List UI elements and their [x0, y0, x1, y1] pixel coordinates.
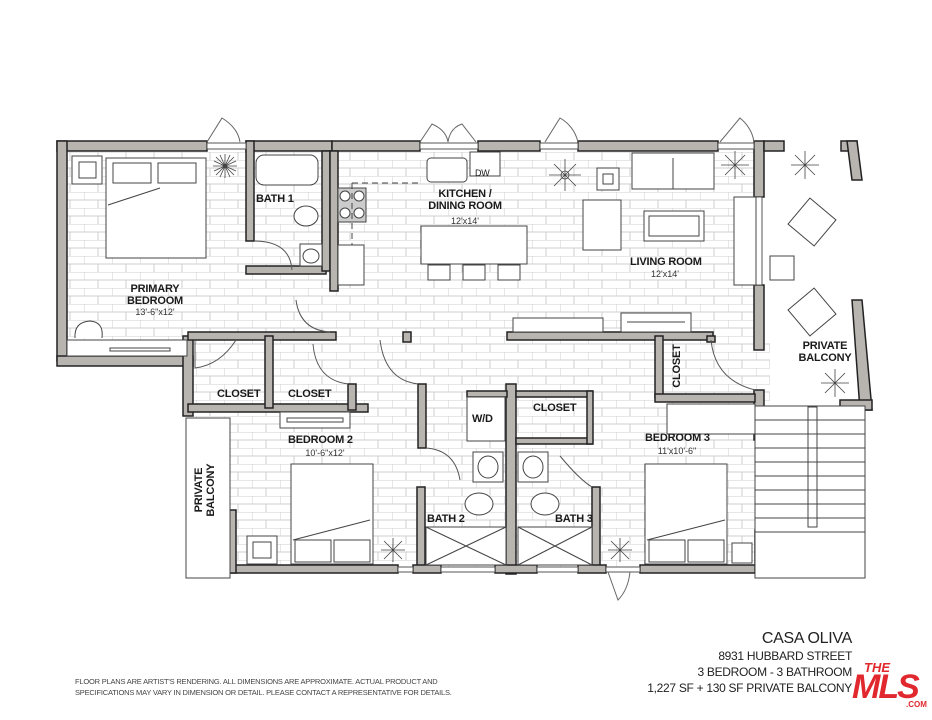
balcony-west-line1: PRIVATE	[192, 467, 205, 513]
mls-watermark-logo: THE MLS .COM	[852, 660, 932, 710]
room-label-closet-4: CLOSET	[670, 344, 683, 388]
windows	[206, 142, 763, 573]
room-label-bedroom-3: BEDROOM 3	[645, 432, 710, 444]
room-label-washer-dryer: W/D	[472, 413, 493, 425]
room-label-living-room: LIVING ROOM	[630, 256, 702, 268]
disclaimer-line2: SPECIFICATIONS MAY VARY IN DIMENSION OR …	[75, 688, 452, 697]
balcony-east-line2: BALCONY	[798, 352, 852, 365]
bed-bath-count: 3 BEDROOM - 3 BATHROOM	[697, 665, 852, 679]
dim-kitchen: 12'x14'	[451, 216, 479, 226]
mls-com: .COM	[906, 700, 927, 709]
room-label-bath-2: BATH 2	[427, 513, 465, 525]
plant-icons	[213, 151, 849, 562]
window-swings	[206, 117, 755, 601]
mls-text: MLS	[852, 668, 920, 706]
mls-the: THE	[864, 660, 890, 675]
room-label-bedroom-2: BEDROOM 2	[288, 434, 353, 446]
room-label-balcony-west: PRIVATE BALCONY	[193, 460, 217, 520]
room-label-closet-1: CLOSET	[217, 388, 261, 400]
balcony-west-line2: BALCONY	[205, 463, 217, 517]
primary-bedroom-line1: PRIMARY	[130, 283, 180, 295]
dim-primary-bedroom: 13'-6"x12'	[135, 307, 175, 317]
balcony-east-line1: PRIVATE	[802, 340, 848, 352]
square-footage: 1,227 SF + 130 SF PRIVATE BALCONY	[647, 681, 852, 695]
kitchen-line1: KITCHEN /	[438, 188, 492, 200]
disclaimer: FLOOR PLANS ARE ARTIST'S RENDERING. ALL …	[75, 676, 452, 698]
room-label-bath-3: BATH 3	[555, 513, 593, 525]
dim-bedroom-3: 11'x10'-6"	[657, 446, 697, 456]
property-address: 8931 HUBBARD STREET	[718, 649, 852, 663]
room-label-primary-bedroom: PRIMARY BEDROOM	[125, 283, 185, 307]
room-label-bath-1: BATH 1	[256, 193, 294, 205]
dishwasher-label: DW	[475, 168, 490, 178]
dim-living-room: 12'x14'	[651, 269, 679, 279]
dim-bedroom-2: 10'-6"x12'	[305, 448, 345, 458]
kitchen-line2: DINING ROOM	[428, 200, 502, 213]
title-block: CASA OLIVA 8931 HUBBARD STREET 3 BEDROOM…	[647, 630, 852, 696]
door-swings	[194, 240, 756, 488]
room-label-kitchen: KITCHEN / DINING ROOM	[420, 188, 510, 212]
room-label-closet-3: CLOSET	[533, 402, 577, 414]
primary-bedroom-line2: BEDROOM	[126, 295, 184, 308]
disclaimer-line1: FLOOR PLANS ARE ARTIST'S RENDERING. ALL …	[75, 677, 438, 686]
property-name: CASA OLIVA	[761, 630, 852, 647]
furniture	[66, 151, 866, 579]
room-label-closet-2: CLOSET	[288, 388, 332, 400]
room-label-balcony-east: PRIVATE BALCONY	[795, 340, 855, 364]
